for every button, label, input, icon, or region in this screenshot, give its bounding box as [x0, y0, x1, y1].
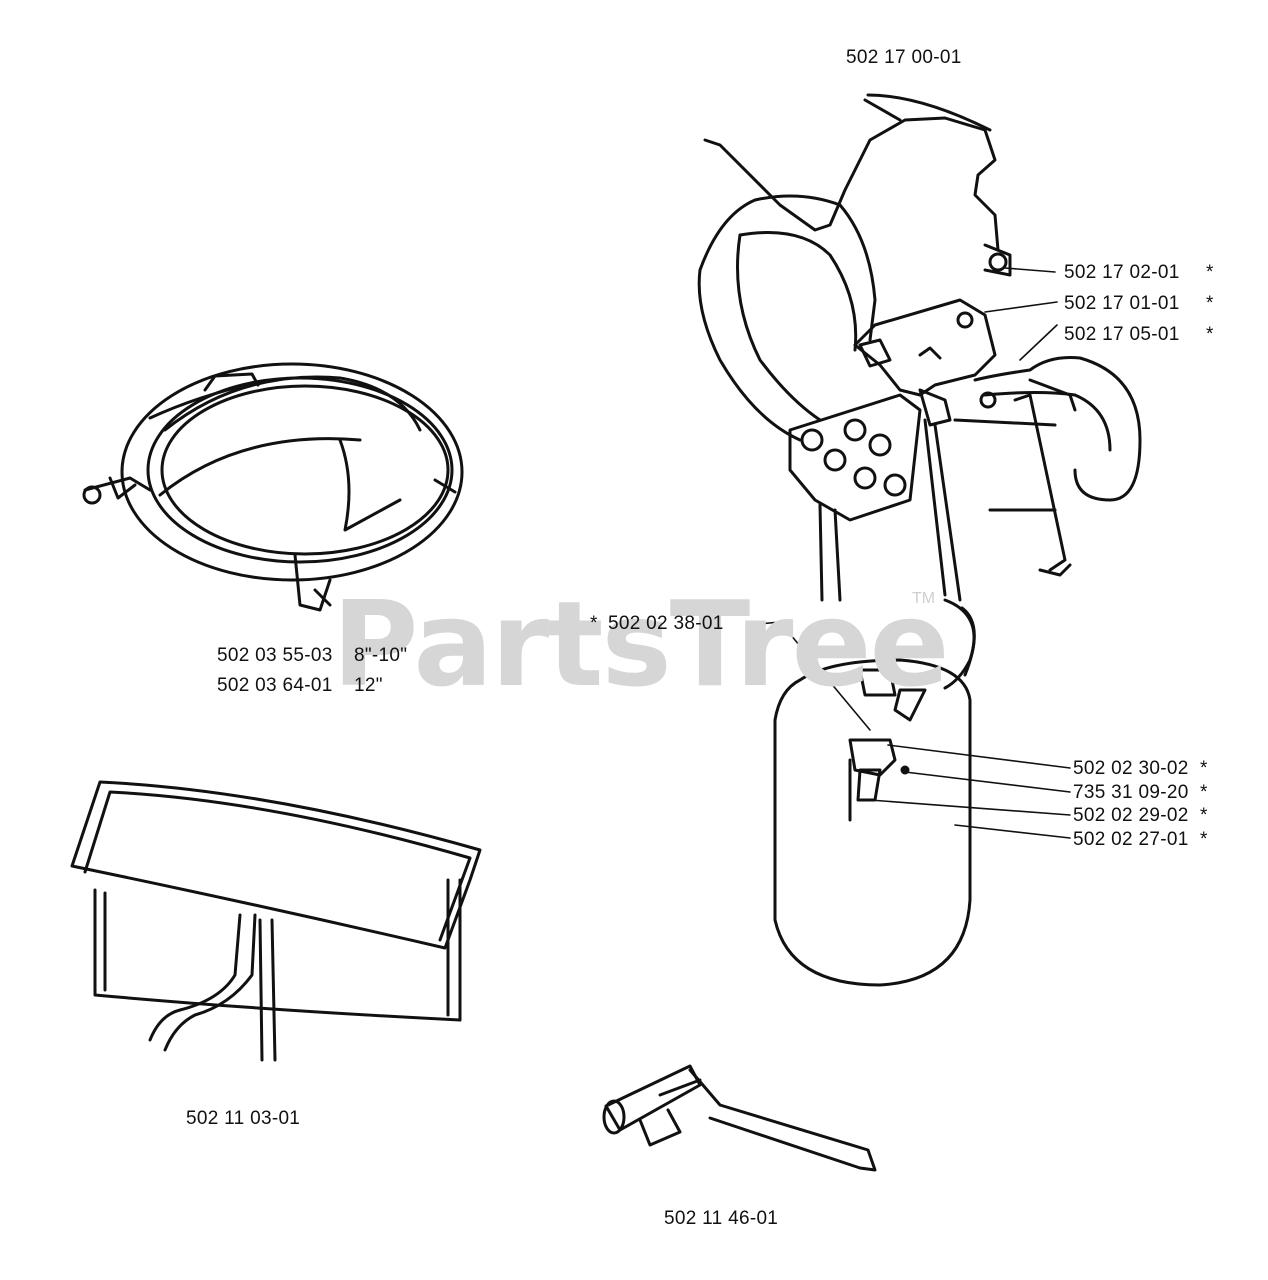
label-harness-hook: 502 17 05-01: [1064, 324, 1180, 345]
leader-lines: [757, 267, 1071, 839]
label-harness-buckle: 502 17 02-01: [1064, 262, 1180, 283]
label-ring-small-number: 502 03 55-03: [217, 645, 333, 666]
label-ring-large-size: 12": [354, 675, 383, 696]
star-marker: *: [1206, 262, 1214, 283]
blade-guard-ring: [82, 362, 464, 612]
label-guard-screw: 735 31 09-20: [1073, 782, 1189, 803]
star-marker: *: [590, 613, 598, 634]
label-guard-shield: 502 02 27-01: [1073, 829, 1189, 850]
star-marker: *: [1206, 324, 1214, 345]
carrying-bag: [70, 780, 482, 1062]
label-harness-plate: 502 17 01-01: [1064, 293, 1180, 314]
harness: [697, 93, 1142, 602]
label-bag: 502 11 03-01: [186, 1108, 301, 1129]
star-marker: *: [1200, 758, 1208, 779]
guard-shield: [773, 598, 976, 987]
star-marker: *: [1206, 293, 1214, 314]
label-guard-clamp: 502 02 30-02: [1073, 758, 1189, 779]
label-ring-large-number: 502 03 64-01: [217, 675, 333, 696]
star-marker: *: [1200, 782, 1208, 803]
combination-wrench: [602, 1064, 877, 1172]
trademark-mark: TM: [912, 590, 936, 607]
label-wrench: 502 11 46-01: [664, 1208, 779, 1229]
label-guard-bracket: 502 02 38-01: [608, 613, 724, 634]
label-ring-small-size: 8"-10": [354, 645, 408, 666]
label-harness-main: 502 17 00-01: [846, 47, 962, 68]
label-guard-nut: 502 02 29-02: [1073, 805, 1189, 826]
star-marker: *: [1200, 805, 1208, 826]
watermark: PartsTree: [332, 575, 950, 713]
star-marker: *: [1200, 829, 1208, 850]
